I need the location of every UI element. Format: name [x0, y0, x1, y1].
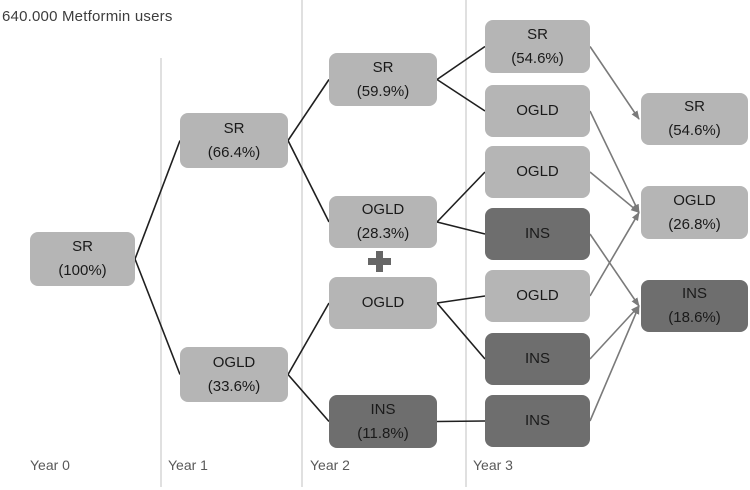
node-y3-ins2: INS: [485, 333, 590, 385]
node-y0-sr: SR (100%): [30, 232, 135, 286]
node-percentage: (54.6%): [511, 49, 564, 67]
node-final-ins: INS (18.6%): [641, 280, 748, 332]
node-percentage: (100%): [58, 262, 107, 279]
edge-y2-ogld2-to-y3-ins2: [436, 302, 486, 360]
node-y2-sr: SR (59.9%): [329, 53, 437, 106]
plus-icon: [368, 251, 391, 272]
edge-y1-ogld-to-y2-ins: [287, 373, 330, 423]
node-percentage: (28.3%): [356, 225, 410, 242]
year-label-3: Year 3: [473, 457, 513, 473]
node-percentage: (18.6%): [668, 309, 721, 326]
node-label: SR: [684, 98, 705, 115]
node-label: OGLD: [516, 287, 559, 304]
node-label: OGLD: [673, 191, 716, 209]
edge-y1-sr-to-y2-ogld1: [287, 140, 330, 223]
node-y3-sr: SR (54.6%): [485, 20, 590, 73]
node-label: OGLD: [516, 102, 559, 119]
year-divider-lines: [160, 0, 467, 487]
edge-y2-ogld1-to-y3-ogld2: [436, 171, 486, 223]
node-percentage: (54.6%): [668, 122, 721, 139]
node-label: SR: [223, 119, 245, 137]
node-label: INS: [524, 412, 550, 429]
edge-y2-sr-to-y3-ogld1: [436, 78, 486, 112]
edge-y3-sr-to-final-sr: [589, 46, 640, 120]
node-percentage: (59.9%): [356, 82, 410, 100]
edge-y2-sr-to-y3-sr: [436, 45, 486, 81]
node-y2-ins: INS (11.8%): [329, 395, 437, 448]
node-label: INS: [524, 350, 550, 367]
edge-y3-ins1-to-final-ins: [589, 233, 640, 307]
edge-y3-ins2-to-final-ins: [589, 305, 640, 360]
node-final-sr: SR (54.6%): [641, 93, 748, 145]
pathway-edges: [134, 45, 640, 423]
edge-y2-ins-to-y3-ins3: [436, 420, 486, 423]
edge-y3-ogld2-to-final-ogld: [589, 171, 640, 214]
year-label-0: Year 0: [30, 457, 70, 473]
node-percentage: (66.4%): [207, 143, 261, 161]
node-y3-ogld3: OGLD: [485, 270, 590, 322]
diagram-title: 640.000 Metformin users: [2, 8, 173, 25]
year-label-1: Year 1: [168, 457, 208, 473]
node-label: SR: [72, 238, 93, 255]
node-final-ogld: OGLD (26.8%): [641, 186, 748, 239]
node-y3-ogld1: OGLD: [485, 85, 590, 137]
edge-y0-sr-to-y1-sr: [134, 140, 181, 260]
node-label: OGLD: [361, 294, 405, 311]
node-label: SR: [372, 58, 394, 76]
edge-y2-ogld1-to-y3-ins1: [436, 221, 486, 235]
edge-y0-sr-to-y1-ogld: [134, 258, 181, 375]
node-label: OGLD: [212, 353, 256, 371]
node-label: INS: [681, 285, 707, 302]
edge-y1-ogld-to-y2-ogld2: [287, 302, 330, 375]
node-label: INS: [370, 400, 396, 418]
node-y3-ins3: INS: [485, 395, 590, 447]
node-y2-ogld2: OGLD: [329, 277, 437, 329]
node-y2-ogld1: OGLD (28.3%): [329, 196, 437, 248]
node-y3-ins1: INS: [485, 208, 590, 260]
node-label: SR: [527, 25, 548, 43]
node-percentage: (11.8%): [357, 424, 409, 442]
node-percentage: (26.8%): [668, 215, 721, 233]
edge-y3-ogld1-to-final-ogld: [589, 110, 640, 214]
node-percentage: (33.6%): [207, 377, 261, 395]
node-label: INS: [524, 225, 550, 242]
node-label: OGLD: [516, 163, 559, 180]
edge-y3-ogld3-to-final-ogld: [589, 211, 640, 297]
node-y1-ogld: OGLD (33.6%): [180, 347, 288, 402]
edge-y3-ins3-to-final-ins: [589, 305, 640, 422]
edge-y1-sr-to-y2-sr: [287, 79, 330, 141]
year-label-2: Year 2: [310, 457, 350, 473]
node-y1-sr: SR (66.4%): [180, 113, 288, 168]
edge-y2-ogld2-to-y3-ogld3: [436, 295, 486, 304]
node-label: OGLD: [361, 201, 405, 218]
node-y3-ogld2: OGLD: [485, 146, 590, 198]
